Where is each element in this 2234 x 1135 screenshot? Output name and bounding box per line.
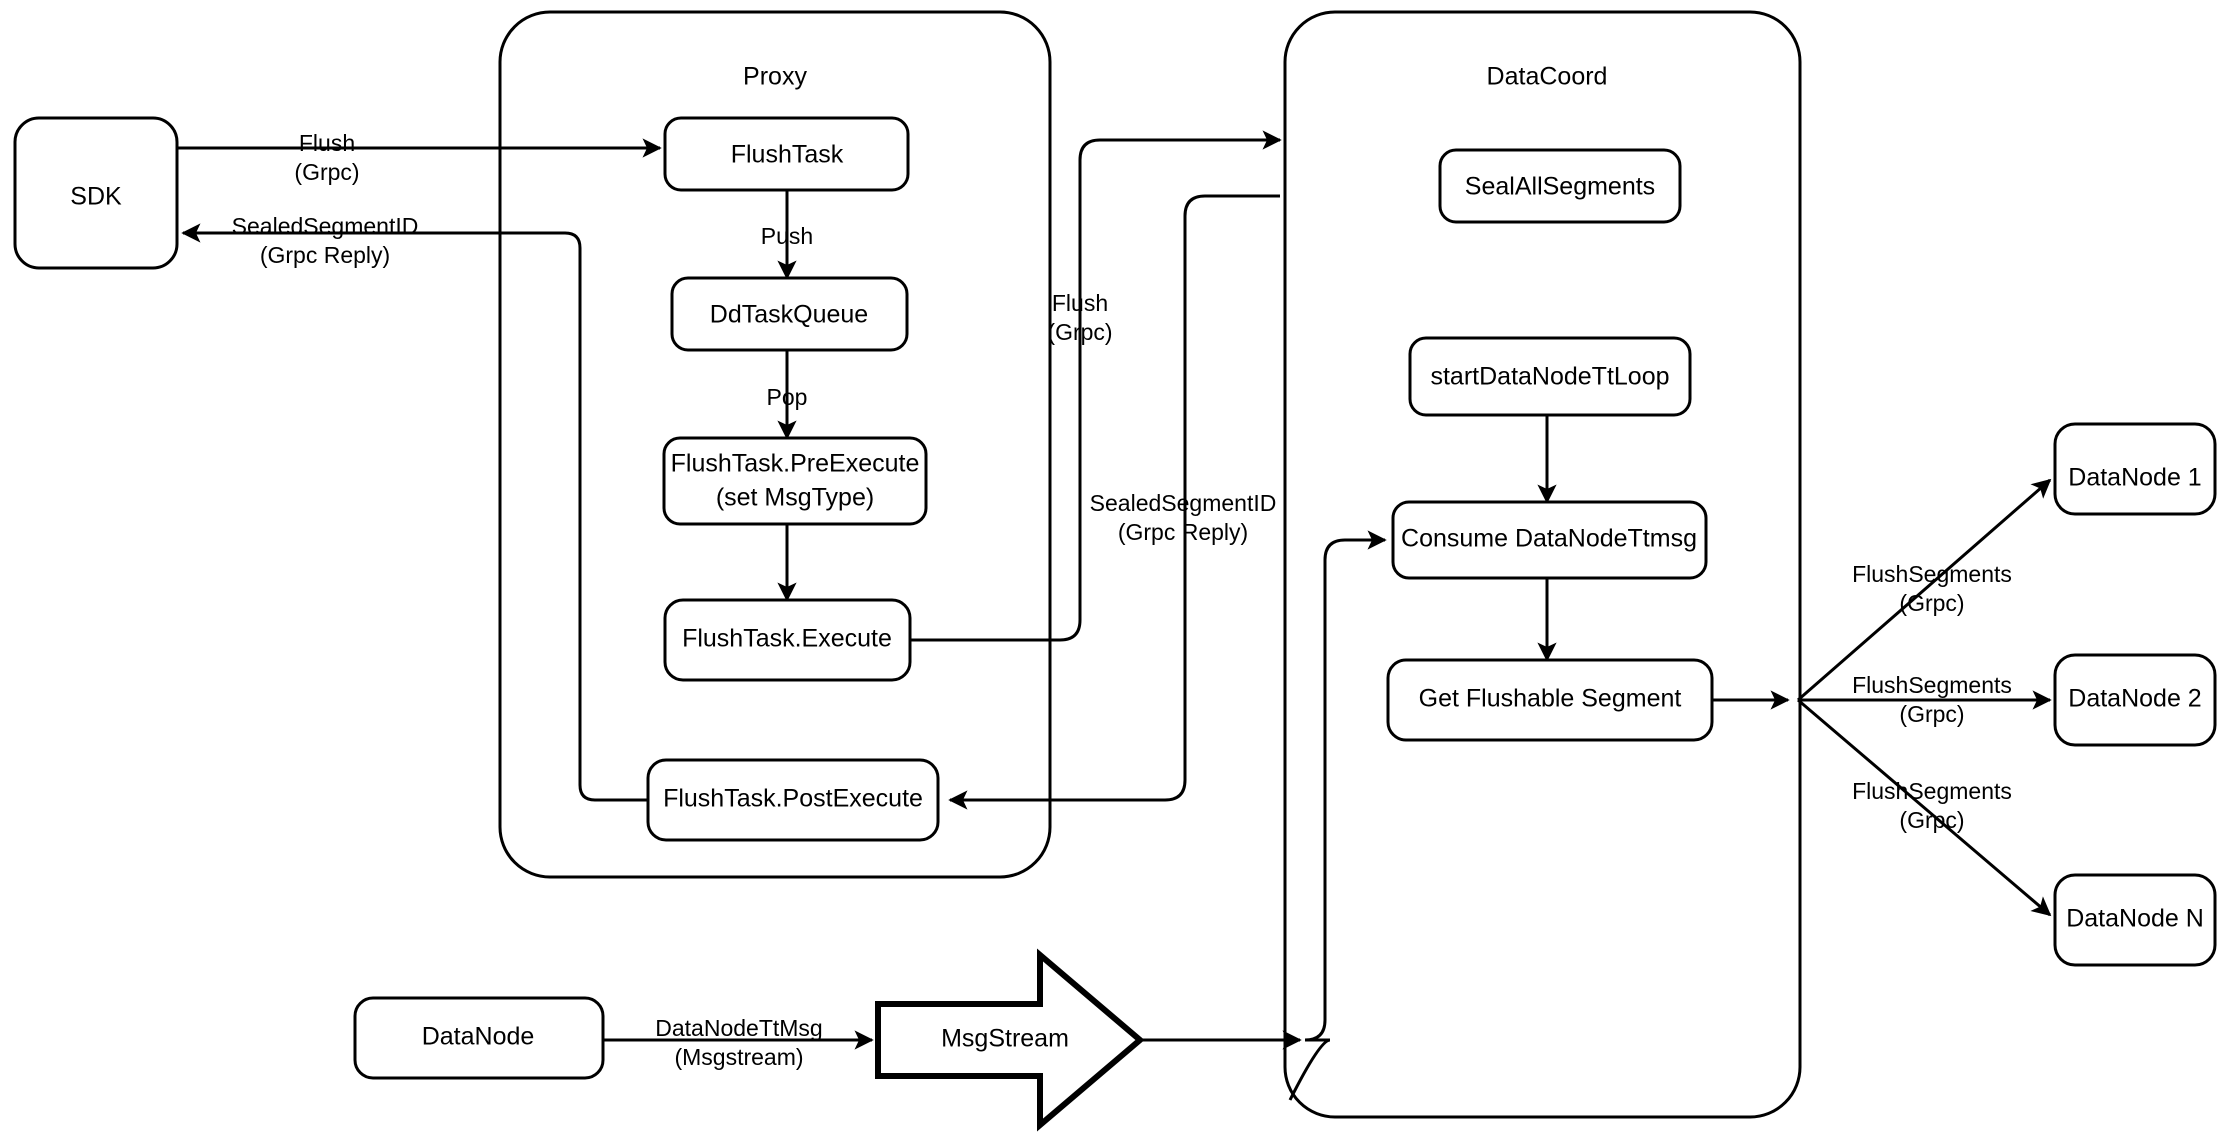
node-get-flushable-segment[interactable]	[1386, 658, 1714, 742]
edge-label-pop: Pop	[767, 384, 808, 410]
node-label-datanode-n: DataNode N	[2066, 905, 2204, 933]
edge-label-datanodettmsg-line2: (Msgstream)	[674, 1044, 803, 1070]
edge-execute-to-sealallsegments	[910, 130, 1282, 642]
node-label-flushtask-postexecute: FlushTask.PostExecute	[663, 785, 923, 813]
node-datanode-2[interactable]	[2053, 653, 2217, 747]
edge-label-datanodettmsg-line1: DataNodeTtMsg	[655, 1015, 822, 1041]
edge-label-flush-grpc-line2: (Grpc)	[294, 159, 359, 185]
node-label-flushtask-execute: FlushTask.Execute	[682, 625, 892, 653]
edge-label-coord-sealedsegmentid-line1: SealedSegmentID	[1090, 490, 1277, 516]
edge-label-flushsegments-1-line2: (Grpc)	[1899, 590, 1964, 616]
node-label-flushtask: FlushTask	[731, 141, 844, 169]
edge-postexecute-to-sdk	[181, 223, 648, 802]
node-flushtask-postexecute[interactable]	[646, 758, 940, 842]
proxy-group-container	[498, 10, 1052, 879]
node-label-consume-datanodettmsg: Consume DataNodeTtmsg	[1401, 525, 1697, 553]
node-sdk[interactable]	[13, 116, 179, 270]
node-label-startdatanodettloop: startDataNodeTtLoop	[1430, 363, 1669, 391]
edge-label-coord-sealedsegmentid-line2: (Grpc Reply)	[1118, 519, 1248, 545]
node-label-ddtaskqueue: DdTaskQueue	[710, 301, 868, 329]
edge-label-flushsegments-2-line1: FlushSegments	[1852, 672, 2012, 698]
edge-label-flushsegments-2-line2: (Grpc)	[1899, 701, 1964, 727]
node-startdatanodettloop[interactable]	[1408, 336, 1692, 417]
node-label-datanode-bottom: DataNode	[422, 1023, 535, 1051]
node-label-msgstream: MsgStream	[941, 1025, 1069, 1053]
edge-label-flushsegments-n-line2: (Grpc)	[1899, 807, 1964, 833]
node-consume-datanodettmsg[interactable]	[1391, 500, 1708, 580]
node-label-datanode-2: DataNode 2	[2068, 685, 2201, 713]
datacoord-group-container	[1283, 10, 1802, 1119]
node-flushtask-execute[interactable]	[663, 598, 912, 682]
edge-label-flush-grpc-line1: Flush	[299, 130, 355, 156]
node-datanode-1[interactable]	[2053, 422, 2217, 516]
node-flushtask-preexecute[interactable]	[662, 436, 928, 526]
proxy-group-label: Proxy	[743, 63, 807, 91]
edge-hub-to-datanoden	[1797, 698, 2052, 917]
edge-label-sealedsegmentid-reply-line2: (Grpc Reply)	[260, 242, 390, 268]
edge-label-push: Push	[761, 223, 813, 249]
edge-label-proxy-flush-grpc-line1: Flush	[1052, 290, 1108, 316]
edge-label-proxy-flush-grpc-line2: (Grpc)	[1047, 319, 1112, 345]
edge-label-flushsegments-1-line1: FlushSegments	[1852, 561, 2012, 587]
node-label-datanode-1: DataNode 1	[2068, 464, 2201, 492]
node-sealallsegments[interactable]	[1438, 148, 1682, 224]
node-ddtaskqueue[interactable]	[670, 276, 909, 352]
node-datanode-bottom[interactable]	[353, 996, 605, 1080]
node-label-flushtask-preexecute-line1: FlushTask.PreExecute	[671, 450, 920, 478]
node-label-flushtask-preexecute-line2: (set MsgType)	[716, 484, 874, 512]
edge-hub-to-datanode1	[1797, 478, 2052, 702]
node-label-sealallsegments: SealAllSegments	[1465, 173, 1655, 201]
node-label-sdk: SDK	[70, 183, 122, 211]
datacoord-group-label: DataCoord	[1487, 63, 1608, 91]
node-flushtask[interactable]	[663, 116, 910, 192]
edge-label-sealedsegmentid-reply-line1: SealedSegmentID	[232, 213, 419, 239]
edge-sealallsegments-to-postexecute	[948, 194, 1280, 810]
edge-label-flushsegments-n-line1: FlushSegments	[1852, 778, 2012, 804]
node-msgstream-arrow-shape[interactable]	[875, 948, 1145, 1132]
node-datanode-n[interactable]	[2053, 873, 2217, 967]
edge-msgstream-to-consume	[1288, 530, 1387, 1101]
node-label-get-flushable-segment: Get Flushable Segment	[1419, 685, 1682, 713]
